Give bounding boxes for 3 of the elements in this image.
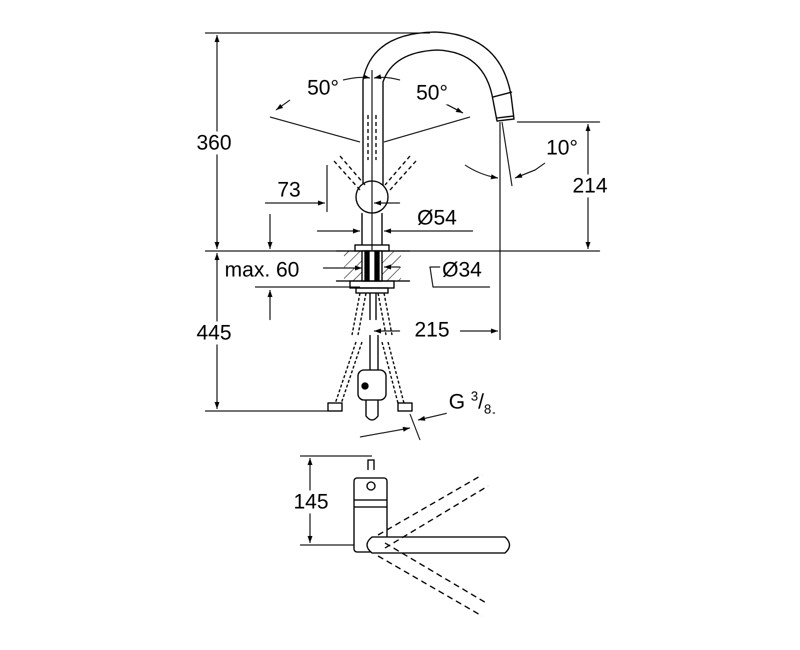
dimension-label: G $^{3}$/$_{8}$ (446, 389, 494, 417)
dimension-label: 445 (194, 321, 234, 345)
dimension-label: 360 (194, 131, 234, 155)
